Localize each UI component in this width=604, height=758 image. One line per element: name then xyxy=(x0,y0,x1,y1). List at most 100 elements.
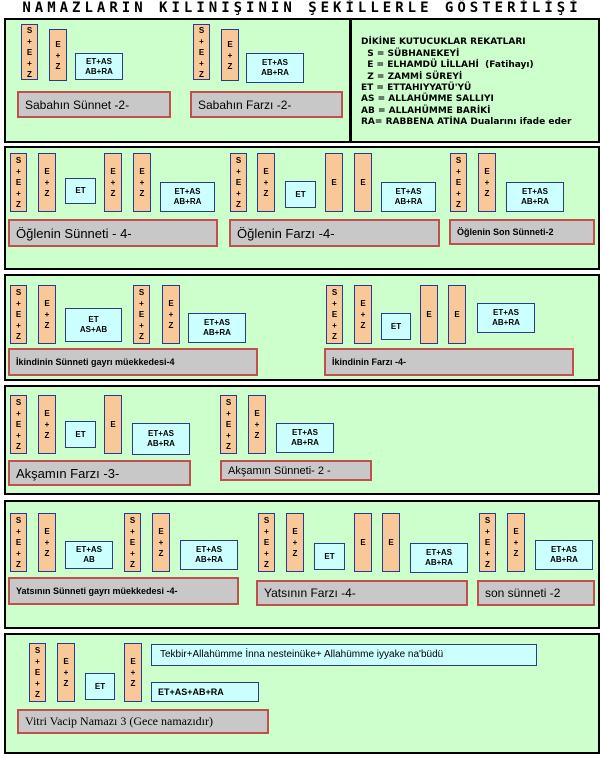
rakat-letter: + xyxy=(139,178,145,187)
label-ogle-farz: Öğlenin Farzı -4- xyxy=(229,219,440,247)
label-sabah-sunnet: Sabahın Sünnet -2- xyxy=(17,91,171,118)
rakat-ez: E+Z xyxy=(286,513,304,572)
rakat-letter: Z xyxy=(292,549,298,558)
rakat-sez: S+E+Z xyxy=(21,24,38,80)
rakat-letter: + xyxy=(484,178,490,187)
legend-line: DİKİNE KUTUCUKLAR REKATLARI xyxy=(361,37,526,48)
text-box-et: ET xyxy=(65,178,96,204)
rakat-letter: + xyxy=(456,189,461,198)
rakat-letter: Z xyxy=(199,69,204,79)
rakat-letter: S xyxy=(34,646,41,655)
rakat-letter: E xyxy=(360,178,366,187)
rakat-letter: E xyxy=(139,167,145,176)
rakat-letter: S xyxy=(15,288,22,297)
rakat-letter: + xyxy=(158,538,164,547)
rakat-letter: + xyxy=(16,189,21,198)
rakat-ez: E+Z xyxy=(162,285,180,344)
text-box-et-as-ab-ra: ET+AS AB+RA xyxy=(381,182,436,212)
rakat-letter: Z xyxy=(55,61,61,71)
rakat-letter: + xyxy=(130,549,135,558)
rakat-letter: S xyxy=(225,398,232,407)
rakat-letter: E xyxy=(44,167,50,176)
rakat-letter: S xyxy=(129,516,136,525)
rakat-sez: S+E+Z xyxy=(10,285,27,344)
label-yatsi-son-sunnet: son sünneti -2 xyxy=(477,580,595,606)
rakat-ez: E+Z xyxy=(257,153,275,212)
legend-line: AB = ALLAHÜMME BARİKİ xyxy=(361,105,491,116)
rakat-letter: E xyxy=(426,310,432,319)
rakat-letter: S xyxy=(26,25,33,35)
rakat-letter: Z xyxy=(139,189,145,198)
text-box-et-as-ab-ra: ET+AS AB+RA xyxy=(477,303,535,333)
label-ikindi-farz: İkindinin Farzı -4- xyxy=(324,348,574,376)
legend-line: ET = ETTAHIYYATÜ'YÜ xyxy=(361,83,472,94)
rakat-letter: E xyxy=(44,299,50,308)
rakat-ez: E+Z xyxy=(38,285,56,344)
rakat-letter: + xyxy=(168,310,174,319)
rakat-letter: E xyxy=(138,310,145,319)
rakat-sez: S+E+Z xyxy=(230,153,247,212)
rakat-ez: E+Z xyxy=(38,395,56,454)
rakat-letter: E xyxy=(26,47,33,57)
rakat-ez: E+Z xyxy=(124,643,142,702)
rakat-letter: + xyxy=(16,431,21,440)
rakat-letter: Z xyxy=(44,321,50,330)
rakat-ez: E+Z xyxy=(507,513,525,572)
rakat-letter: + xyxy=(16,167,21,176)
rakat-letter: Z xyxy=(264,560,269,569)
rakat-letter: S xyxy=(263,516,270,525)
rakat-letter: E xyxy=(455,178,462,187)
rakat-letter: E xyxy=(331,178,337,187)
rakat-e: E xyxy=(448,285,466,344)
rakat-letter: + xyxy=(292,538,298,547)
label-vitir: Vitri Vacip Namazı 3 (Gece namazıdır) xyxy=(17,709,269,734)
rakat-letter: + xyxy=(264,527,269,536)
label-ikindi-sunnet: İkindinin Sünneti gayrı müekkedesi-4 xyxy=(8,348,258,376)
text-box-et-as-ab-ra-line: ET+AS+AB+RA xyxy=(151,682,259,702)
rakat-letter: E xyxy=(158,527,164,536)
text-box-et-as-ab: ET AS+AB xyxy=(65,308,122,342)
rakat-letter: Z xyxy=(158,549,164,558)
rakat-letter: + xyxy=(27,58,32,68)
legend-line: RA= RABBENA ATİNA Dualarını ifade eder xyxy=(361,117,572,128)
rakat-letter: + xyxy=(35,679,40,688)
rakat-letter: E xyxy=(15,310,22,319)
rakat-letter: + xyxy=(456,167,461,176)
rakat-letter: Z xyxy=(44,549,50,558)
rakat-letter: E xyxy=(388,538,394,547)
rakat-letter: E xyxy=(360,299,366,308)
legend-line: AS = ALLAHÜMME SALLIYI xyxy=(361,94,494,105)
rakat-letter: Z xyxy=(456,200,461,209)
label-sabah-farz: Sabahın Farzı -2- xyxy=(190,91,343,118)
rakat-letter: Z xyxy=(484,189,490,198)
rakat-sez: S+E+Z xyxy=(258,513,275,572)
rakat-ez: E+Z xyxy=(57,643,75,702)
rakat-e: E xyxy=(420,285,438,344)
rakat-letter: S xyxy=(15,156,22,165)
rakat-ez: E+Z xyxy=(354,285,372,344)
rakat-letter: E xyxy=(254,409,260,418)
rakat-ez: E + Z xyxy=(133,153,151,212)
rakat-letter: Z xyxy=(360,321,366,330)
rakat-sez: S+E+Z xyxy=(193,24,210,80)
rakat-ez: E + Z xyxy=(152,513,170,572)
rakat-letter: + xyxy=(199,58,204,68)
label-ogle-son-sunnet: Öğlenin Son Sünneti-2 xyxy=(449,219,595,245)
legend-text: DİKİNE KUTUCUKLAR REKATLARI S = SÜBHANEK… xyxy=(361,26,595,128)
legend-line: S = SÜBHANEKEYİ xyxy=(361,48,460,59)
rakat-letter: E xyxy=(454,310,460,319)
rakat-sez: S+E+Z xyxy=(220,395,237,454)
rakat-letter: + xyxy=(63,668,69,677)
text-box-et: ET xyxy=(65,421,96,448)
rakat-letter: S xyxy=(331,288,338,297)
rakat-letter: E xyxy=(225,420,232,429)
rakat-letter: + xyxy=(27,36,32,46)
rakat-letter: Z xyxy=(168,321,174,330)
text-box-et-as-ab-ra: ET+AS AB+RA xyxy=(276,423,334,453)
rakat-letter: Z xyxy=(332,332,337,341)
rakat-letter: Z xyxy=(16,200,21,209)
rakat-letter: + xyxy=(236,189,241,198)
text-box-et-as-ab-ra: ET+AS AB+RA xyxy=(506,182,564,212)
rakat-letter: Z xyxy=(130,560,135,569)
rakat-letter: E xyxy=(484,167,490,176)
